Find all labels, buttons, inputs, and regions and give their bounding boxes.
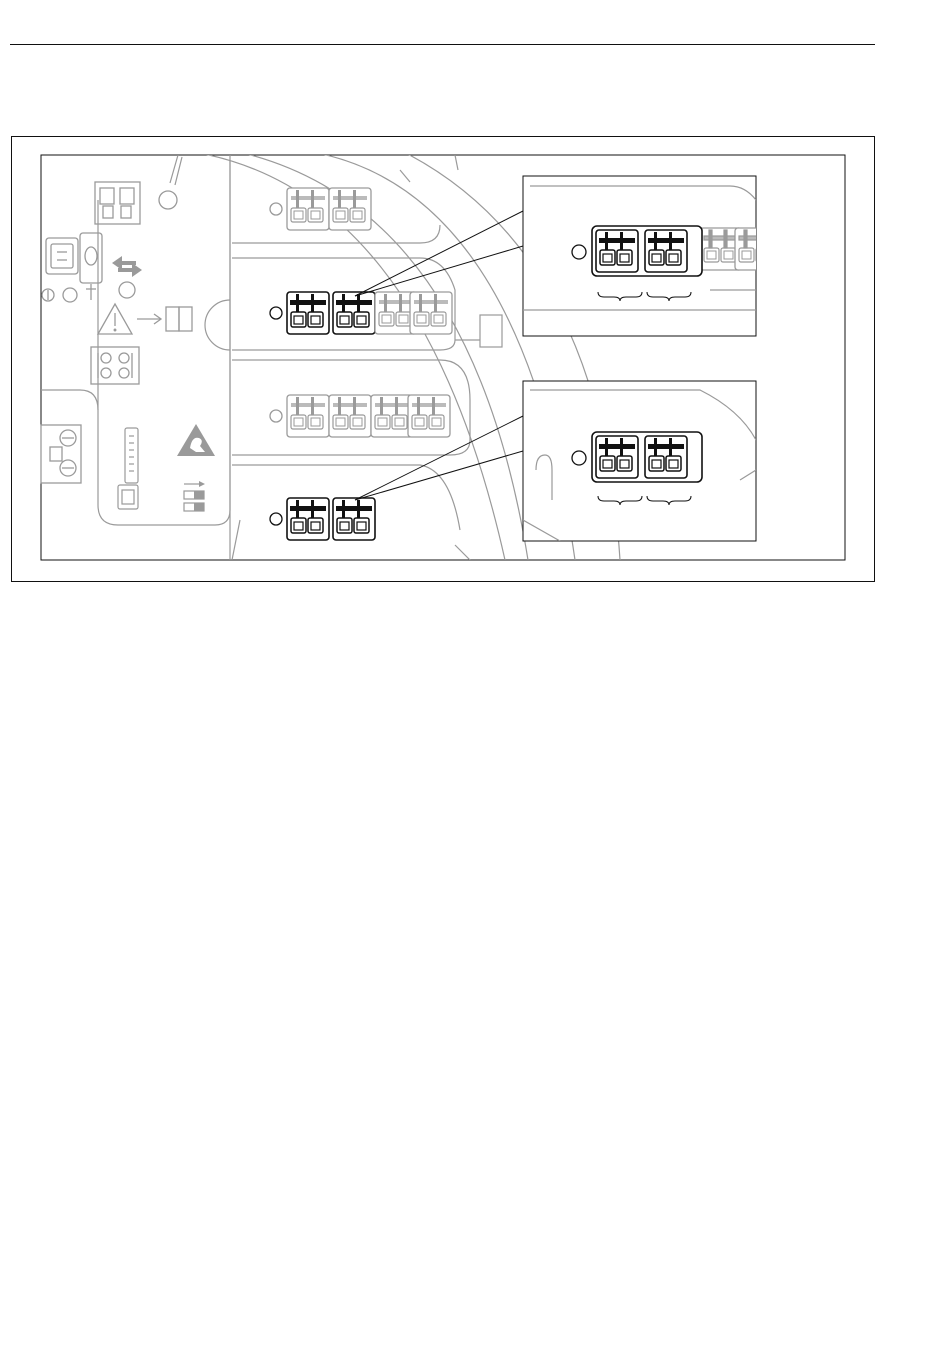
detail-upper-terminal [572, 226, 702, 276]
detail-lower-terminal [572, 432, 702, 482]
terminal-slot-2 [270, 292, 452, 334]
detail-panel-upper [523, 176, 777, 336]
terminal-slot-3 [270, 395, 450, 437]
terminal-diagram [0, 0, 950, 600]
detail-panel-lower [523, 381, 756, 541]
